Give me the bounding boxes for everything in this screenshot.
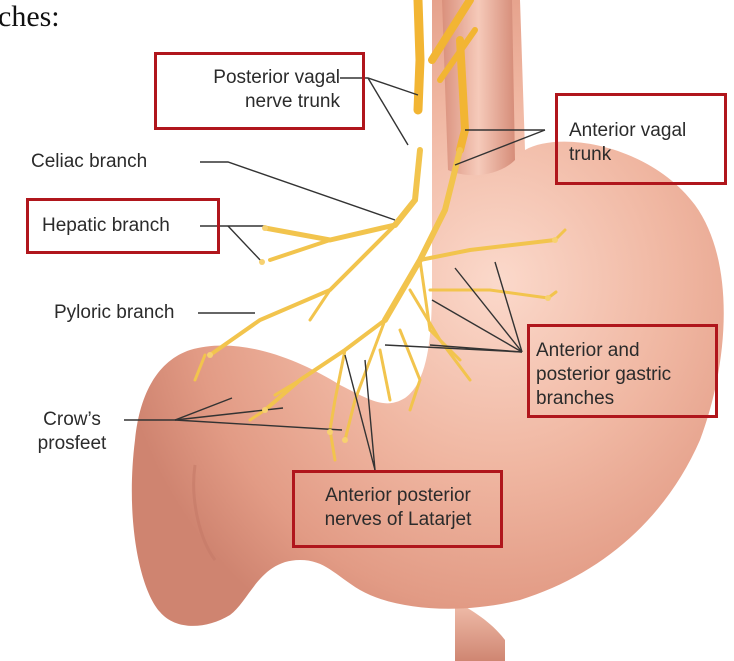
label-celiac-branch: Celiac branch — [31, 150, 147, 174]
label-gastric-branches: Anterior and posterior gastric branches — [536, 339, 671, 411]
label-line: Anterior and — [536, 339, 671, 363]
label-line: trunk — [569, 143, 686, 167]
label-line: branches — [536, 387, 671, 411]
label-line: prosfeet — [22, 432, 122, 456]
label-line: Crow’s — [22, 408, 122, 432]
label-line: posterior gastric — [536, 363, 671, 387]
label-line: nerves of Latarjet — [300, 508, 496, 532]
duodenum — [455, 600, 505, 661]
label-line: Pyloric branch — [54, 301, 174, 325]
label-line: Hepatic branch — [42, 214, 170, 238]
label-crows-feet: Crow’s prosfeet — [22, 408, 122, 456]
label-latarjet: Anterior posterior nerves of Latarjet — [300, 484, 496, 532]
label-line: Anterior vagal — [569, 119, 686, 143]
label-posterior-vagal-trunk: Posterior vagal nerve trunk — [164, 66, 340, 114]
label-anterior-vagal-trunk: Anterior vagal trunk — [569, 119, 686, 167]
label-pyloric-branch: Pyloric branch — [54, 301, 174, 325]
label-hepatic-branch: Hepatic branch — [42, 214, 170, 238]
label-line: nerve trunk — [164, 90, 340, 114]
label-line: Celiac branch — [31, 150, 147, 174]
label-line: Anterior posterior — [300, 484, 496, 508]
label-line: Posterior vagal — [164, 66, 340, 90]
